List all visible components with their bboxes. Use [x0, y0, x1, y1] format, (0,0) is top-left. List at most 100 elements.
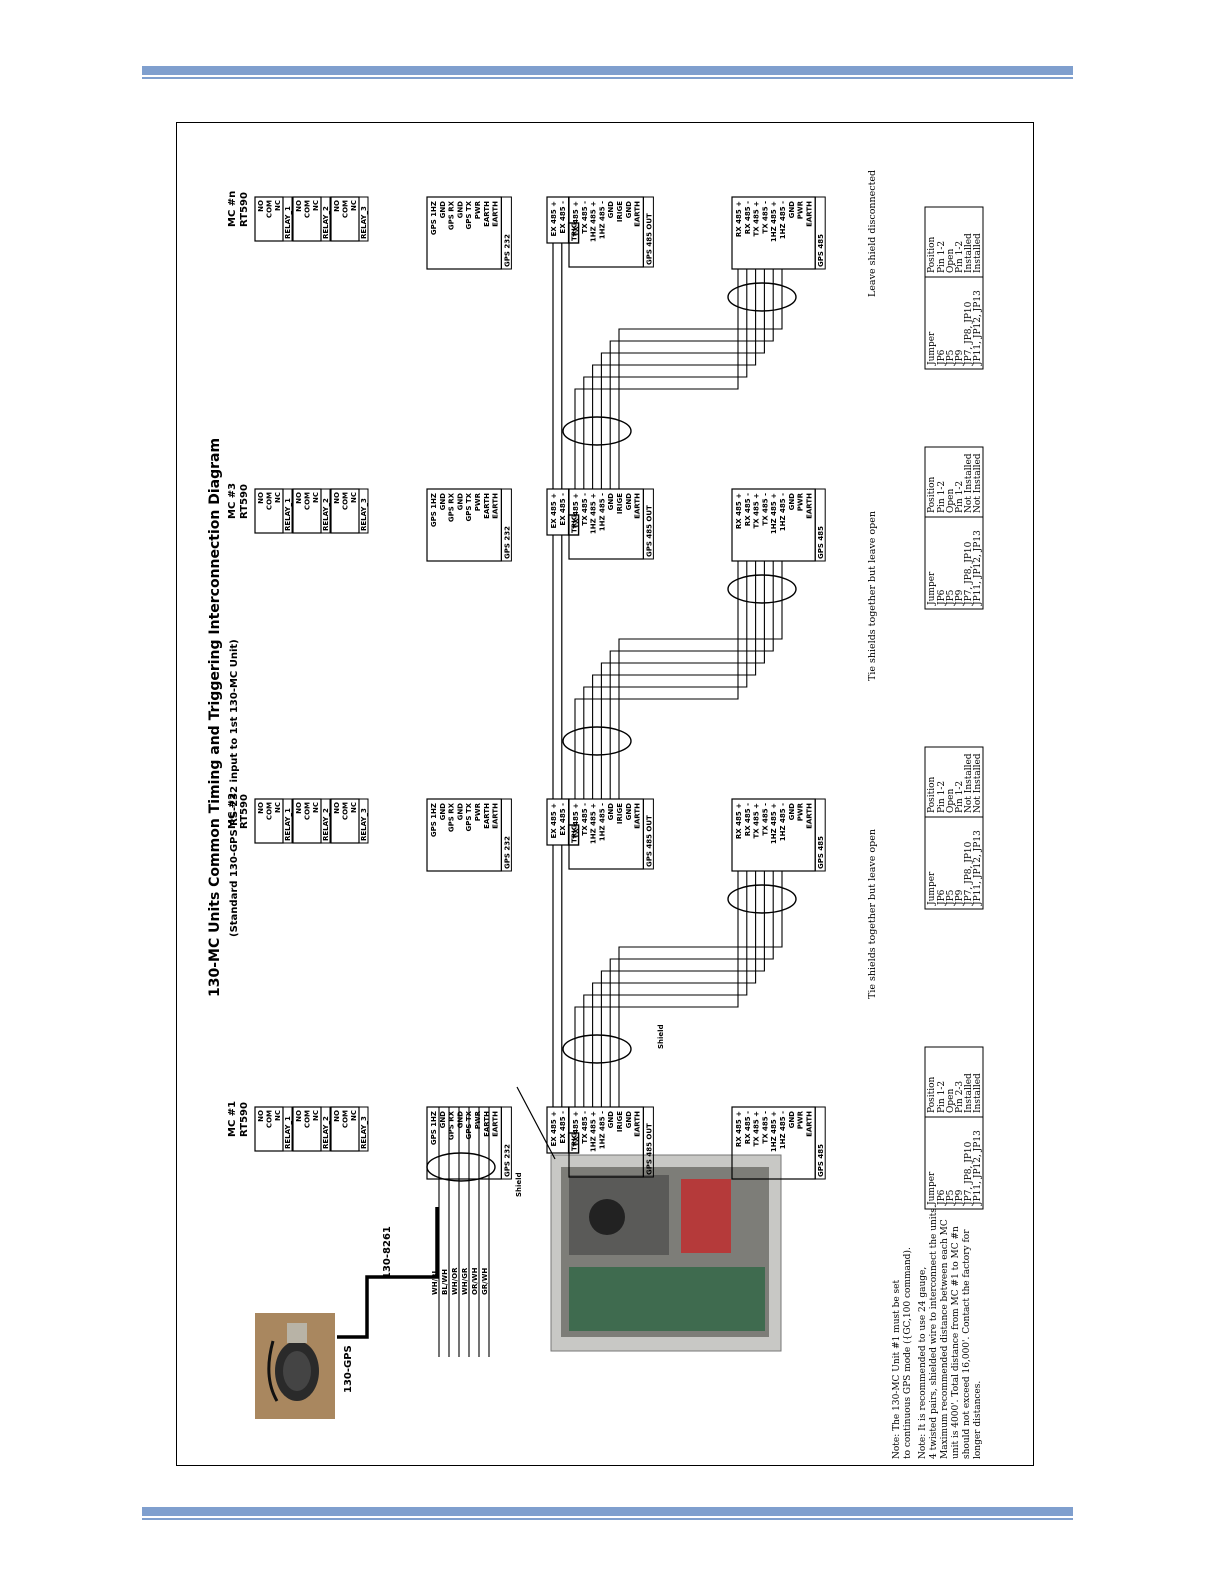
jumper-cell: JP7, JP8, JP10: [964, 301, 974, 366]
position-cell: Open: [946, 1089, 956, 1113]
relay-label-box: [320, 1106, 331, 1152]
gps485out-block-label-box: [642, 196, 654, 268]
relay-pin: NO: [257, 492, 265, 504]
relay-pin: NC: [312, 1110, 320, 1121]
gps485-block-pin: 1HZ 485 +: [770, 803, 778, 844]
relay-pin: NC: [350, 200, 358, 211]
gps485out-block-pin: TX 485 +: [572, 803, 580, 839]
trig-block-pin: EX 485 +: [550, 1111, 558, 1147]
gps485-wire: [574, 871, 739, 1107]
relay-label-box: [282, 196, 293, 242]
gps485-block-label-box: [814, 1106, 826, 1180]
jumper-cell: JP5: [946, 589, 956, 606]
unit-name: MC #3: [227, 483, 238, 519]
gps485-block-pin: PWR: [797, 1110, 805, 1129]
gps485-block-pin: 1HZ 485 -: [779, 1111, 787, 1149]
gps232-block-label-box: [500, 488, 512, 562]
position-cell: Open: [946, 489, 956, 513]
relay-label: RELAY_3: [360, 206, 368, 239]
jumper-cell: JP7, JP8, JP10: [964, 541, 974, 606]
relay-pin: NO: [333, 492, 341, 504]
gps232-block-pin: EARTH: [483, 201, 491, 227]
position-cell: Pin 1-2: [937, 481, 947, 513]
note1-line2: to continuous GPS mode ({GC,100 command)…: [902, 1247, 913, 1459]
gps232-block-pin: EARTH: [483, 803, 491, 829]
gps485-block-pin: 1HZ 485 -: [779, 493, 787, 531]
gps232-block-pin: GPS TX: [465, 1110, 473, 1139]
note2-line6: longer distances.: [973, 1381, 983, 1459]
gps232-block-label: GPS 232: [503, 1144, 511, 1177]
gps232-block-pin: GND: [439, 803, 447, 821]
gps485-block: RX 485 +RX 485 -TX 485 +TX 485 -1HZ 485 …: [731, 798, 826, 872]
relay-label-box: [320, 196, 331, 242]
gps485out-block-pin: 1HZ 485 +: [590, 1111, 598, 1152]
trig-label: TRIG: [571, 514, 579, 533]
gps485out-block-pin: GND: [607, 1111, 615, 1129]
unit-model: RT590: [239, 192, 250, 227]
position-cell: Not Installed: [973, 453, 983, 513]
trig-block-pin: EX 485 -: [559, 1111, 567, 1144]
jumper-cell: JP6: [937, 1189, 947, 1206]
relay-pin: NO: [333, 802, 341, 814]
position-cell: Pin 1-2: [937, 781, 947, 813]
relay-pin: NO: [257, 200, 265, 212]
position-header: Position: [927, 476, 937, 513]
unit-name: MC #1: [227, 1101, 238, 1137]
position-cell: Not Installed: [964, 453, 974, 513]
gps232-block-label-box: [500, 1106, 512, 1180]
gps-cable: [337, 1207, 439, 1339]
gps485-block-pin: RX 485 +: [735, 1111, 743, 1147]
shield-ellipse-out: [562, 416, 632, 446]
gps232-block-pin: GND: [439, 201, 447, 219]
gps232-block-pin: GPS RX: [448, 492, 456, 522]
relay-label-box: [282, 488, 293, 534]
jumper-header: Jumper: [927, 331, 937, 366]
gps485-block-pin: TX 485 +: [753, 803, 761, 839]
gps232-block-pin: GPS TX: [465, 492, 473, 521]
cable-wire-label: WH/GR: [461, 1267, 469, 1295]
gps485out-block-pin: IRIGE: [616, 803, 624, 824]
gps485-block-pin: 1HZ 485 +: [770, 1111, 778, 1152]
gps485-block-label: GPS 485: [817, 1144, 825, 1177]
gps485out-block-pin: EARTH: [634, 493, 642, 519]
note2-line5: should not exceed 16,000'. Contact the f…: [962, 1229, 972, 1459]
relay-pin: NO: [333, 1110, 341, 1122]
cable-shield-label: Shield: [515, 1172, 523, 1197]
gps485out-block-pin: 1HZ 485 +: [590, 803, 598, 844]
gps485-block-pin: GND: [788, 803, 796, 821]
gps232-block-pin: EARTH: [492, 803, 500, 829]
diagram-frame: 130-MC Units Common Timing and Triggerin…: [176, 122, 1034, 1466]
diagram-subtitle: (Standard 130-GPS RS-232 input to 1st 13…: [229, 639, 240, 937]
relay-label: RELAY_2: [322, 206, 330, 239]
gps485-block-label: GPS 485: [817, 526, 825, 559]
gps485out-block-pin: TX 485 +: [572, 493, 580, 529]
gps485out-block-pin: TX 485 -: [581, 493, 589, 526]
relay-pin: COM: [342, 802, 350, 820]
gps485-block-pin: RX 485 -: [744, 803, 752, 836]
gps485-block-label-box: [814, 196, 826, 270]
gps485-wire: [609, 269, 774, 489]
gps485-block-pin: TX 485 -: [761, 493, 769, 526]
position-header: Position: [927, 776, 937, 813]
gps232-block-pin: EARTH: [492, 201, 500, 227]
unit-model: RT590: [239, 484, 250, 519]
gps485-block-pin: PWR: [797, 492, 805, 511]
note1-line1: Note: The 130-MC Unit #1 must be set: [892, 1280, 902, 1459]
position-header: Position: [927, 236, 937, 273]
relay-pin: NC: [350, 802, 358, 813]
gps232-block-pin: EARTH: [492, 493, 500, 519]
note2-line2: 4 twisted pairs, shielded wire to interc…: [929, 1205, 939, 1459]
position-cell: Pin 1-2: [955, 781, 965, 813]
relay-label: RELAY_2: [322, 808, 330, 841]
gps485out-block-pin: 1HZ 485 -: [598, 201, 606, 239]
